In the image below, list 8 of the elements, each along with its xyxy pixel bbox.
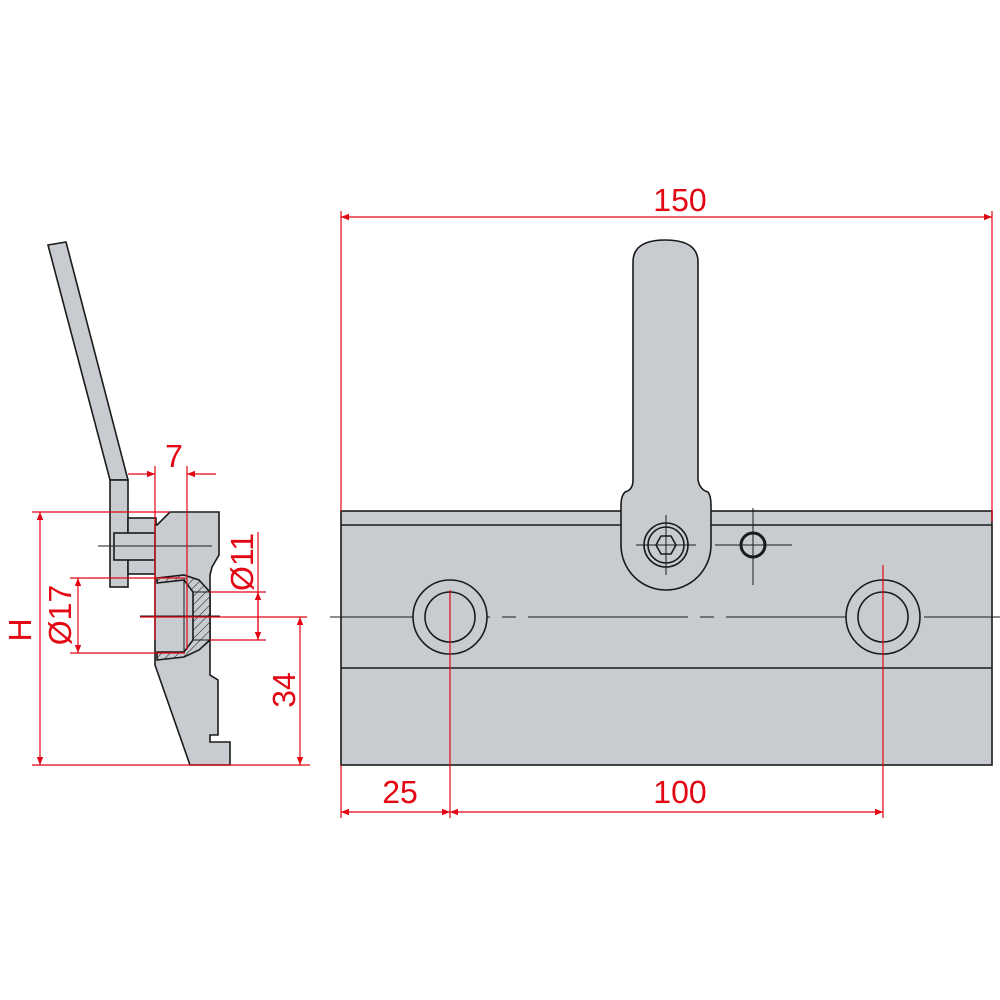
dimension-label: 100 bbox=[653, 776, 707, 808]
dimension-label: Ø11 bbox=[226, 532, 258, 592]
dimension-label: 150 bbox=[653, 184, 707, 216]
dimension-label: 25 bbox=[382, 776, 418, 808]
dimension-label: Ø17 bbox=[44, 584, 76, 646]
dimension-label: 34 bbox=[268, 672, 300, 708]
dimension-label: 7 bbox=[165, 440, 183, 472]
dimension-label: H bbox=[4, 618, 36, 642]
